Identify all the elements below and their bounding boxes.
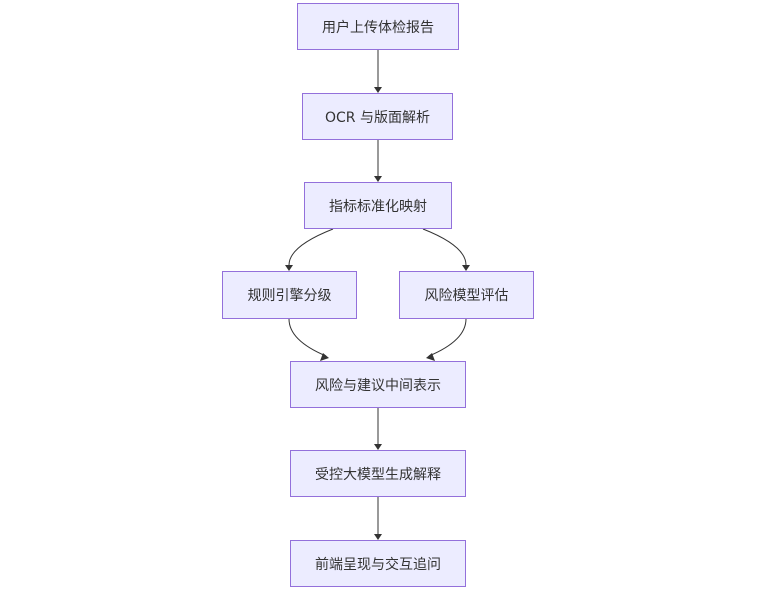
edge-intermediate-to-generation-arrowhead (374, 444, 382, 450)
node-controlled-llm-generation-label: 受控大模型生成解释 (315, 466, 441, 483)
edge-rules-to-intermediate (288, 318, 327, 357)
node-risk-advice-intermediate: 风险与建议中间表示 (290, 361, 466, 408)
node-ocr-layout-parsing-label: OCR 与版面解析 (325, 109, 430, 126)
node-risk-model-assessment: 风险模型评估 (399, 271, 534, 319)
edge-model-to-intermediate (428, 318, 467, 357)
edge-ocr-to-mapping-arrowhead (374, 176, 382, 182)
node-frontend-interaction: 前端呈现与交互追问 (290, 540, 466, 587)
node-risk-model-assessment-label: 风险模型评估 (424, 288, 509, 304)
edge-rules-to-intermediate-arrowhead (320, 353, 329, 361)
edge-model-to-intermediate-arrowhead (426, 353, 435, 361)
node-indicator-mapping: 指标标准化映射 (304, 182, 452, 229)
node-upload-report: 用户上传体检报告 (297, 3, 459, 50)
edge-generation-to-frontend-arrowhead (374, 534, 382, 540)
edge-mapping-to-model (422, 228, 467, 266)
node-controlled-llm-generation: 受控大模型生成解释 (290, 450, 466, 497)
edge-upload-to-ocr-arrowhead (374, 87, 382, 93)
edge-mapping-to-model-arrowhead (462, 265, 470, 271)
node-indicator-mapping-label: 指标标准化映射 (329, 198, 427, 215)
node-frontend-interaction-label: 前端呈现与交互追问 (315, 556, 441, 573)
node-ocr-layout-parsing: OCR 与版面解析 (302, 93, 453, 140)
edge-mapping-to-rules-arrowhead (285, 265, 293, 271)
node-upload-report-label: 用户上传体检报告 (322, 19, 434, 36)
edge-mapping-to-rules (288, 228, 334, 266)
node-rule-engine-grading: 规则引擎分级 (222, 271, 357, 319)
node-rule-engine-grading-label: 规则引擎分级 (247, 288, 332, 304)
node-risk-advice-intermediate-label: 风险与建议中间表示 (315, 377, 441, 394)
